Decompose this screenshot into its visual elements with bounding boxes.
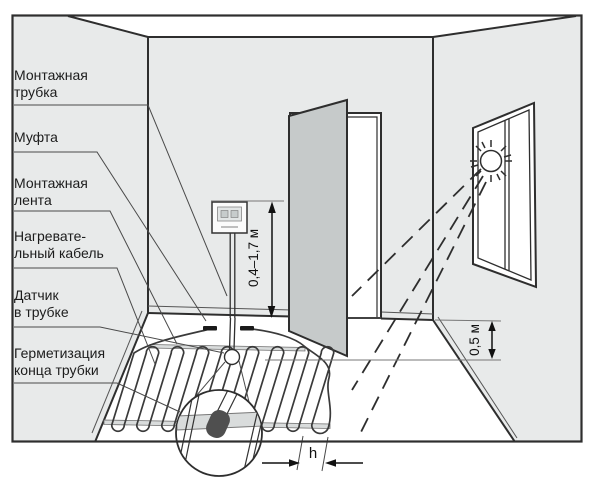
- magnifier-content: [176, 390, 262, 476]
- leader-sensor: [14, 326, 225, 354]
- dimension-label-thermostat-height: 0,4–1,7 м: [246, 229, 261, 287]
- heating-cable: [110, 328, 335, 435]
- label-coupling: Муфта: [14, 129, 58, 145]
- callout-leaders: [14, 104, 228, 413]
- baseboard-back-right: [380, 311, 434, 315]
- back-wall-base-right: [380, 317, 434, 321]
- leader-sealing: [14, 382, 181, 413]
- arrow-up-icon-05: [488, 321, 496, 331]
- magnifier-detail: [175, 360, 263, 477]
- drawing-border: [11, 14, 583, 443]
- extension-line-wall-base: [434, 319, 502, 322]
- leader-heating-cable: [14, 267, 156, 365]
- baseboard-back-left: [147, 305, 293, 311]
- dimension-label-cable-spacing: h: [309, 445, 317, 462]
- thermostat-display-segment-1: [220, 210, 229, 218]
- leader-mounting-tape: [14, 210, 178, 345]
- dimension-label-window-offset: 0,5 м: [467, 324, 482, 356]
- baseboard-left-wall: [91, 310, 143, 434]
- sun-icon: [470, 140, 512, 182]
- thermostat-display-segment-2: [230, 210, 239, 218]
- ceiling-edge-left: [67, 15, 149, 38]
- left-wall: [12, 15, 148, 442]
- thermostat-assembly: [211, 201, 248, 318]
- label-sealing-line2: конца трубки: [14, 362, 99, 378]
- extension-line-h-right: [321, 436, 329, 472]
- label-heating-cable-line2: льный кабель: [14, 245, 104, 261]
- door-panel: [288, 98, 348, 358]
- leader-coupling: [14, 151, 207, 322]
- back-wall-base-left: [147, 312, 293, 318]
- label-mounting-tape-line2: лента: [14, 192, 52, 208]
- sensor-tube-floor-right-edge: [233, 317, 236, 351]
- ceiling: [68, 15, 576, 37]
- window: [351, 101, 538, 433]
- label-mounting-tape-line1: Монтажная: [14, 175, 88, 191]
- label-sealing-line1: Герметизация: [14, 345, 105, 361]
- dimension-cable-spacing: h: [262, 435, 363, 472]
- callout-labels: Монтажная трубка Муфта Монтажная лента Н…: [14, 67, 105, 378]
- sealed-tube-end-plug: [206, 410, 230, 438]
- sun-rays: [470, 140, 512, 182]
- arrow-down-icon: [267, 306, 276, 318]
- label-mounting-tube-line1: Монтажная: [14, 67, 88, 83]
- doorway: [288, 98, 382, 358]
- right-wall-base: [432, 319, 516, 443]
- sunlight-dashed-rays: [351, 168, 487, 433]
- dimension-thermostat-height: 0,4–1,7 м: [211, 200, 284, 318]
- label-heating-cable-line1: Нагревате-: [14, 228, 86, 244]
- coupling-mark-left: [203, 326, 217, 331]
- label-mounting-tube-line2: трубка: [14, 84, 58, 100]
- leader-mounting-tube: [14, 104, 228, 297]
- arrow-left-icon-h: [325, 459, 336, 467]
- ceiling-edge-right: [432, 15, 577, 38]
- label-sensor-line2: в трубке: [14, 304, 69, 320]
- arrow-down-icon-05: [488, 349, 496, 359]
- sensor-tube-floor-left-edge: [228, 317, 232, 351]
- coupling-mark-right: [240, 326, 254, 331]
- sensor-tube-end-circle: [223, 348, 241, 366]
- arrow-right-icon-h: [289, 459, 300, 467]
- dimension-window-offset: 0,5 м: [265, 319, 502, 361]
- arrow-up-icon: [268, 201, 276, 213]
- label-sensor-line1: Датчик: [14, 287, 59, 303]
- baseboard-right-wall: [437, 316, 518, 439]
